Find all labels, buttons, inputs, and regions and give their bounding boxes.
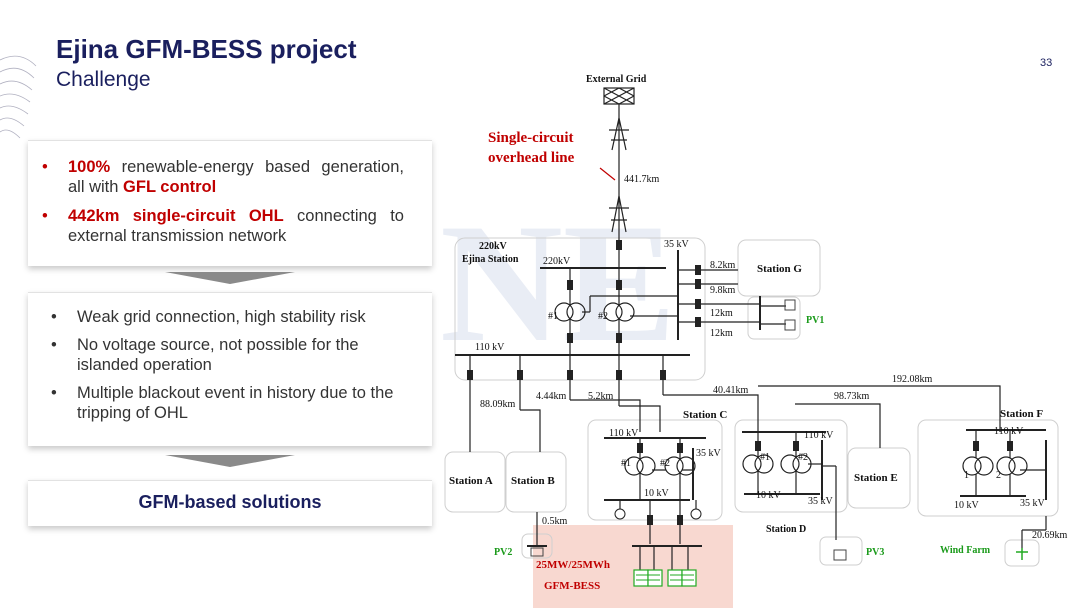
wind-turbine-icon: [1016, 548, 1028, 560]
label-c-10kv: 10 kV: [644, 488, 670, 499]
generator-icon: [690, 508, 702, 520]
label-len-9-8: 9.8km: [710, 285, 736, 296]
decorative-lines: [0, 55, 37, 139]
label-f-t2: 2: [996, 470, 1001, 481]
highlight-gfl-control: GFL control: [123, 178, 217, 196]
battery-icons: [633, 569, 697, 587]
label-f-10kv: 10 kV: [954, 500, 980, 511]
label-station-c: Station C: [683, 409, 727, 421]
tower-icon: [609, 195, 629, 233]
label-len-0-5: 0.5km: [542, 516, 568, 527]
label-station-a: Station A: [449, 475, 493, 487]
label-ohl-line1: Single-circuit: [488, 130, 574, 146]
battery-stripes: [636, 574, 694, 581]
label-len-5-2: 5.2km: [588, 391, 614, 402]
label-len-12a: 12km: [710, 308, 733, 319]
station-d-box: [734, 419, 848, 513]
label-pv1: PV1: [806, 315, 824, 326]
bess-highlight: [533, 525, 733, 608]
label-d-t2: #2: [798, 452, 808, 463]
label-len-4-44: 4.44km: [536, 391, 567, 402]
page-number: 33: [1040, 57, 1053, 69]
label-station-e: Station E: [854, 472, 898, 484]
pv-panel-icon: [784, 299, 796, 311]
label-d-10kv: 10 kV: [756, 490, 782, 501]
tower-icon: [609, 117, 629, 151]
label-c-t1: #1: [621, 458, 631, 469]
impact-card: Weak grid connection, high stability ris…: [28, 292, 432, 446]
label-pv3: PV3: [866, 547, 884, 558]
station-b-box: [505, 451, 567, 513]
ejina-station-box: [454, 237, 706, 381]
label-c-35kv: 35 kV: [696, 448, 722, 459]
station-c-box: [587, 419, 723, 521]
label-len-88-09: 88.09km: [480, 399, 516, 410]
label-bus-220kv: 220kV: [543, 256, 571, 267]
pv3-box: [819, 536, 863, 566]
impact-item: No voltage source, not possible for the …: [51, 335, 407, 375]
label-station-f: Station F: [1000, 408, 1043, 420]
station-e-box: [847, 447, 911, 509]
slide-title: Ejina GFM-BESS project: [56, 34, 357, 64]
label-len-192-08: 192.08km: [892, 374, 933, 385]
pv-panel-icon: [784, 319, 796, 331]
challenge-item-renewable: 100% renewable-energy based generation, …: [42, 157, 404, 197]
watermark: NE: [440, 189, 676, 377]
label-pv2: PV2: [494, 547, 512, 558]
label-t2: #2: [598, 311, 608, 322]
challenge-card: 100% renewable-energy based generation, …: [28, 140, 432, 266]
label-len-40-41: 40.41km: [713, 385, 749, 396]
label-d-t1: #1: [760, 452, 770, 463]
impact-item: Multiple blackout event in history due t…: [51, 383, 407, 423]
label-f-t1: 1: [964, 470, 969, 481]
pv-panel-icon: [833, 549, 847, 561]
solution-label: GFM-based solutions: [138, 492, 322, 512]
ohl-arrow: [599, 167, 616, 181]
label-len-8-2: 8.2km: [710, 260, 736, 271]
challenge-item-text: connecting to external transmission netw…: [68, 207, 404, 245]
label-station-g: Station G: [757, 263, 802, 275]
station-a-box: [444, 451, 506, 513]
label-station-d: Station D: [766, 524, 806, 535]
label-len-12b: 12km: [710, 328, 733, 339]
highlight-ohl: 442km single-circuit OHL: [68, 207, 284, 225]
challenge-item-ohl: 442km single-circuit OHL connecting to e…: [42, 206, 404, 246]
slide-subtitle: Challenge: [56, 68, 151, 91]
label-d-35kv: 35 kV: [808, 496, 834, 507]
challenge-item-text: renewable-energy based generation, all w…: [68, 158, 404, 196]
label-d-110kv: 110 kV: [804, 430, 834, 441]
chevron-down-icon: [165, 272, 295, 284]
impact-item: Weak grid connection, high stability ris…: [51, 307, 407, 327]
label-t1: #1: [548, 311, 558, 322]
label-ohl-length: 441.7km: [624, 174, 660, 185]
label-f-110kv: 110 kV: [994, 426, 1024, 437]
label-bus-110kv: 110 kV: [475, 342, 505, 353]
label-c-t2: #2: [660, 458, 670, 469]
label-c-110kv: 110 kV: [609, 428, 639, 439]
label-bess-name: GFM-BESS: [544, 580, 600, 592]
station-f-box: [917, 419, 1059, 517]
label-len-98-73: 98.73km: [834, 391, 870, 402]
label-bess-rating: 25MW/25MWh: [536, 559, 610, 571]
solution-card: GFM-based solutions: [28, 480, 432, 526]
highlight-100-percent: 100%: [68, 158, 111, 176]
transformer-icon: [996, 456, 1028, 476]
label-f-35kv: 35 kV: [1020, 498, 1046, 509]
pv-panel-icon: [530, 547, 544, 557]
label-external-grid: External Grid: [586, 74, 647, 85]
label-wind-farm: Wind Farm: [940, 545, 991, 556]
chevron-down-icon: [165, 455, 295, 467]
label-ohl-line2: overhead line: [488, 150, 575, 166]
pv1-box: [747, 296, 801, 340]
label-bus-35kv: 35 kV: [664, 239, 690, 250]
label-station-b: Station B: [511, 475, 555, 487]
station-g-box: [737, 239, 821, 297]
label-ejina-station: Ejina Station: [462, 254, 519, 265]
generator-icon: [614, 508, 626, 520]
label-len-20-69: 20.69km: [1032, 530, 1068, 541]
label-ejina-220kv: 220kV: [479, 241, 508, 252]
